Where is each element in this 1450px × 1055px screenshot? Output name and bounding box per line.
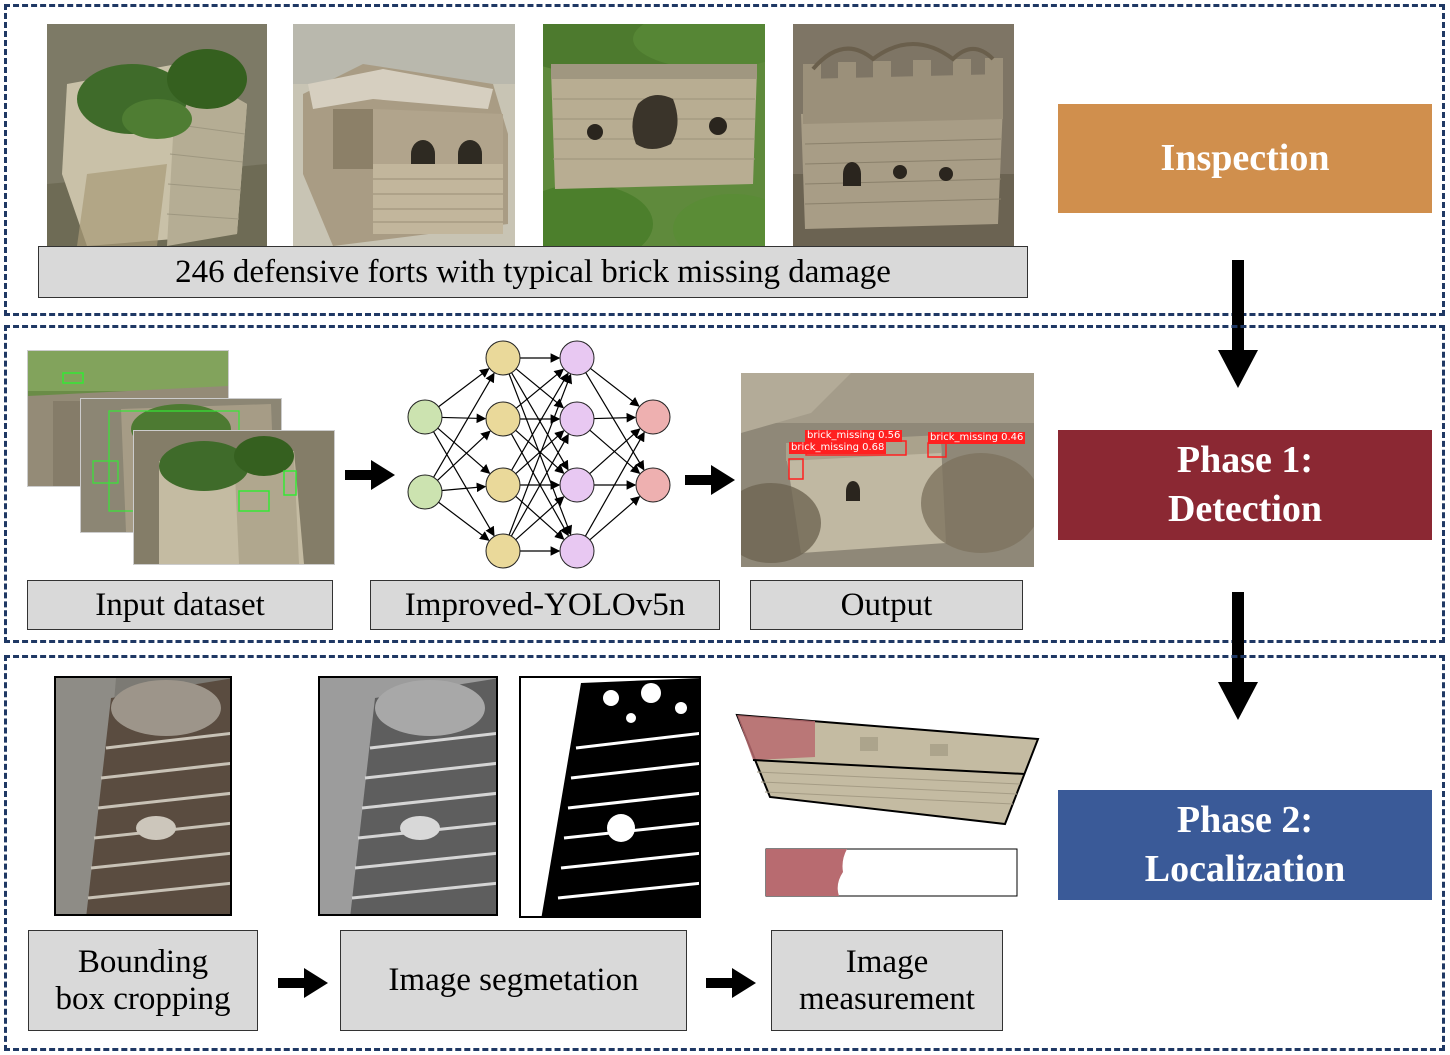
network-connection (441, 482, 487, 493)
measurement-wall-image (735, 713, 1040, 826)
network-connection (589, 496, 641, 541)
detection-label: brick_missing 0.56 (805, 430, 903, 442)
network-connection (590, 367, 640, 407)
crop-label: Bounding box cropping (28, 930, 258, 1031)
network-connection (515, 368, 565, 409)
detection-label: brick_missing 0.68 (789, 442, 887, 454)
cropped-box-image (54, 676, 232, 916)
network-node-layer-1 (407, 474, 443, 510)
network-node-layer-4 (635, 467, 671, 503)
model-label: Improved-YOLOv5n (370, 580, 720, 630)
network-node-layer-2 (485, 533, 521, 569)
measurement-label: Image measurement (771, 930, 1003, 1031)
crop-label-line1: Bounding (77, 943, 209, 980)
detection-output-image: brick_missing 0.56 brick_missing 0.68 br… (741, 373, 1034, 567)
detection-label: brick_missing 0.46 (928, 432, 1026, 444)
fort-photo-1 (47, 24, 267, 246)
neural-network-diagram (407, 340, 671, 569)
localization-phase-line1: Phase 2: (1176, 799, 1314, 842)
measurement-label-line1: Image (845, 943, 929, 980)
network-connection (511, 372, 569, 471)
network-connection (584, 431, 645, 537)
detection-phase-line1: Phase 1: (1176, 439, 1314, 482)
network-connection (515, 496, 565, 541)
inspection-caption: 246 defensive forts with typical brick m… (38, 246, 1028, 298)
network-connection (510, 433, 569, 537)
network-connection (438, 368, 490, 408)
network-connection (508, 373, 573, 536)
network-node-layer-3 (559, 340, 595, 376)
output-label: Output (750, 580, 1023, 630)
measurement-label-line2: measurement (799, 980, 975, 1017)
network-connection (441, 413, 487, 424)
fort-photo-4 (793, 24, 1014, 246)
network-connection (589, 428, 641, 475)
network-node-layer-1 (407, 399, 443, 435)
network-connection (515, 430, 565, 475)
binary-segmentation-image (519, 676, 701, 918)
network-node-layer-2 (485, 467, 521, 503)
network-node-layer-2 (485, 340, 521, 376)
network-node-layer-3 (559, 467, 595, 503)
down-arrow-icon (1218, 260, 1258, 388)
localization-phase-line2: Localization (1144, 848, 1346, 890)
localization-phase-label: Phase 2: Localization (1058, 790, 1432, 900)
network-node-layer-3 (559, 401, 595, 437)
dataset-image-front (133, 430, 335, 565)
segmentation-label: Image segmetation (340, 930, 687, 1031)
network-node-layer-2 (485, 401, 521, 437)
input-dataset-label: Input dataset (27, 580, 333, 630)
right-arrow-icon (685, 465, 735, 495)
right-arrow-icon (345, 460, 395, 490)
network-node-layer-3 (559, 533, 595, 569)
network-connection (437, 430, 491, 481)
localization-panel (4, 655, 1445, 1051)
network-node-layer-4 (635, 399, 671, 435)
network-connection (585, 372, 645, 471)
network-connection (433, 431, 495, 537)
down-arrow-icon (1218, 592, 1258, 720)
fort-photo-2 (293, 24, 515, 246)
measurement-ratio-bar (765, 848, 1018, 897)
network-connection (438, 501, 490, 541)
network-connection (433, 372, 495, 478)
right-arrow-icon (706, 968, 756, 998)
fort-photo-3 (543, 24, 765, 246)
inspection-phase-label: Inspection (1058, 104, 1432, 213)
detection-phase-line2: Detection (1167, 488, 1323, 530)
right-arrow-icon (278, 968, 328, 998)
network-connection (437, 427, 491, 474)
detection-panel (4, 325, 1445, 643)
grayscale-image (318, 676, 498, 916)
crop-label-line2: box cropping (55, 980, 231, 1017)
inspection-panel (4, 4, 1445, 316)
network-connection (593, 412, 637, 423)
detection-phase-label: Phase 1: Detection (1058, 430, 1432, 540)
